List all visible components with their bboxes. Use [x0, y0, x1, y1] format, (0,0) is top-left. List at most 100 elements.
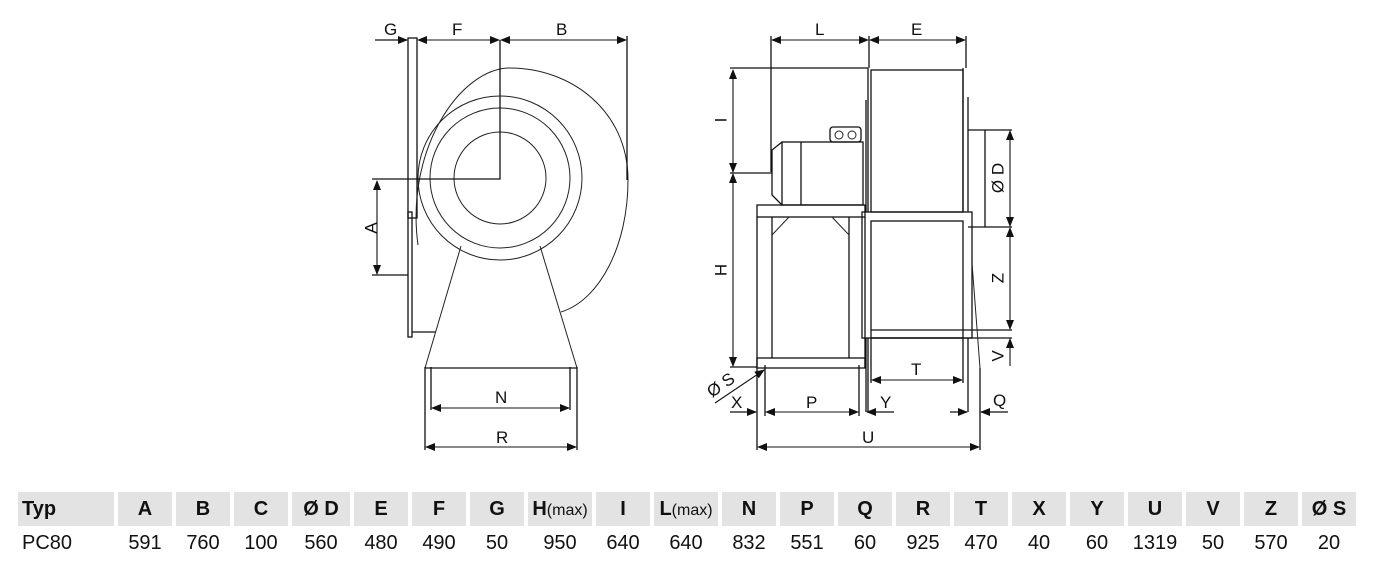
- column-header-21: Ø S: [1302, 492, 1356, 526]
- column-header-key: Typ: [22, 497, 57, 520]
- table-cell: 760: [186, 531, 220, 554]
- table-cell: 470: [964, 531, 998, 554]
- table-cell: 570: [1254, 531, 1288, 554]
- table-cell: 480: [364, 531, 398, 554]
- dim-label-u: U: [862, 428, 874, 447]
- column-header-19: V: [1186, 492, 1240, 526]
- table-cell: 591: [128, 531, 162, 554]
- dim-label-i: I: [711, 118, 730, 123]
- flange-plate: [407, 37, 418, 219]
- column-header-16: X: [1012, 492, 1066, 526]
- column-header-key: L: [659, 497, 672, 520]
- table-cell: 950: [543, 531, 577, 554]
- column-header-17: Y: [1070, 492, 1124, 526]
- fan-housing: [870, 69, 964, 213]
- dim-label-l: L: [815, 20, 824, 39]
- table-cell: 832: [732, 531, 766, 554]
- table-cell: 40: [1027, 531, 1051, 554]
- table-cell: 560: [304, 531, 338, 554]
- column-header-key: I: [620, 497, 626, 520]
- column-header-11: N: [722, 492, 776, 526]
- table-cell: 640: [606, 531, 640, 554]
- column-header-4: Ø D: [292, 492, 350, 526]
- column-header-1: A: [118, 492, 172, 526]
- terminal-box: [829, 126, 862, 143]
- column-header-9: I: [596, 492, 650, 526]
- column-header-7: G: [470, 492, 524, 526]
- dim-label-a: A: [361, 222, 380, 234]
- column-header-20: Z: [1244, 492, 1298, 526]
- column-header-suffix: (max): [671, 501, 713, 519]
- column-header-6: F: [412, 492, 466, 526]
- column-header-key: B: [195, 497, 211, 520]
- table-cell: 20: [1317, 531, 1341, 554]
- dim-label-p: P: [806, 393, 817, 412]
- dim-label-f: F: [452, 20, 462, 39]
- front-view: G F B A N R: [361, 20, 629, 451]
- technical-drawing: G F B A N R: [361, 20, 1014, 451]
- column-header-key: U: [1147, 497, 1163, 520]
- table-row: PC80 591 760 100 560 480 490 50 950 640 640 832 551 6…: [18, 526, 1356, 560]
- column-header-key: T: [974, 497, 988, 520]
- column-header-key: P: [800, 497, 814, 520]
- dim-label-y: Y: [880, 393, 891, 412]
- column-header-key: F: [432, 497, 446, 520]
- column-header-key: Ø S: [1311, 497, 1347, 520]
- column-header-key: Ø D: [303, 497, 339, 520]
- column-header-18: U: [1128, 492, 1182, 526]
- column-header-key: C: [253, 497, 269, 520]
- column-header-5: E: [354, 492, 408, 526]
- scroll-housing: [415, 67, 629, 313]
- dim-label-h: H: [711, 264, 730, 276]
- table-cell: 925: [906, 531, 940, 554]
- column-header-10: L(max): [654, 492, 718, 526]
- table-cell: 640: [669, 531, 703, 554]
- dim-label-r: R: [496, 428, 508, 447]
- dim-label-q: Q: [993, 391, 1006, 410]
- pedestal: [424, 245, 578, 369]
- flange-plate-lower: [407, 211, 413, 338]
- column-header-suffix: (max): [546, 501, 588, 519]
- column-header-key: A: [137, 497, 153, 520]
- table-cell: 50: [1201, 531, 1225, 554]
- column-header-key: Z: [1264, 497, 1278, 520]
- column-header-2: B: [176, 492, 230, 526]
- column-header-15: T: [954, 492, 1008, 526]
- dim-label-d: Ø D: [988, 163, 1007, 193]
- column-header-14: R: [896, 492, 950, 526]
- table-cell: 50: [485, 531, 509, 554]
- column-header-0: Typ: [18, 492, 114, 526]
- column-header-key: R: [915, 497, 931, 520]
- column-header-key: Y: [1090, 497, 1104, 520]
- table-cell: 100: [244, 531, 278, 554]
- column-header-3: C: [234, 492, 288, 526]
- table-cell: 490: [422, 531, 456, 554]
- column-header-key: V: [1206, 497, 1220, 520]
- dim-label-b: B: [556, 20, 567, 39]
- column-header-key: H: [532, 497, 547, 520]
- dim-label-x: X: [731, 393, 742, 412]
- dim-label-n: N: [495, 388, 507, 407]
- column-header-key: E: [374, 497, 388, 520]
- table-cell: 60: [853, 531, 877, 554]
- table-cell: 551: [790, 531, 824, 554]
- motor: [781, 141, 864, 206]
- column-header-key: X: [1032, 497, 1046, 520]
- table-cell: PC80: [22, 531, 73, 554]
- dim-label-g: G: [384, 20, 397, 39]
- dim-label-v: V: [988, 350, 1007, 362]
- column-header-13: Q: [838, 492, 892, 526]
- dim-label-t: T: [911, 360, 921, 379]
- column-header-key: N: [741, 497, 757, 520]
- dim-label-e: E: [911, 20, 922, 39]
- side-view: L E I H Ø D Z V T Ø S X P Y Q U: [703, 20, 1014, 451]
- column-header-12: P: [780, 492, 834, 526]
- dim-label-z: Z: [988, 273, 1007, 283]
- table-cell: 60: [1085, 531, 1109, 554]
- column-header-key: Q: [857, 497, 873, 520]
- column-header-8: H(max): [528, 492, 592, 526]
- column-header-key: G: [489, 497, 505, 520]
- table-cell: 1319: [1132, 531, 1178, 554]
